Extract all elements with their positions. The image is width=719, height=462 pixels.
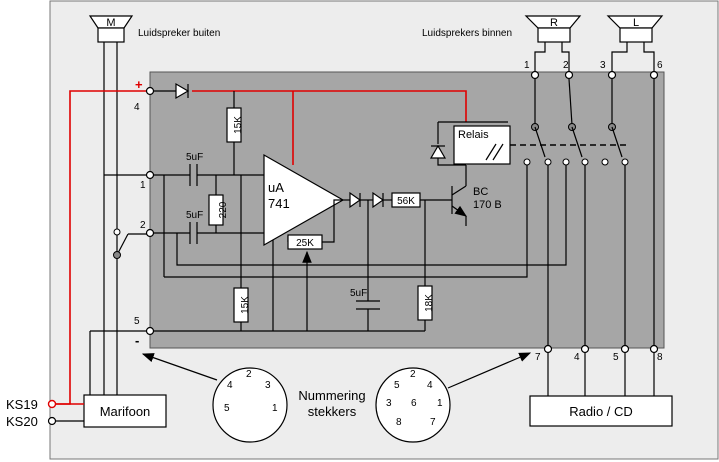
- relay-coil-stroke-2: [492, 143, 504, 161]
- plug5-pin-3: 3: [265, 380, 271, 391]
- speaker-outside-label: Luidspreker buiten: [138, 28, 220, 39]
- transistor-label-1: BC: [473, 186, 488, 198]
- plug8-pin-8: 8: [396, 417, 402, 428]
- resistor-220-label: 220: [218, 201, 229, 218]
- relay-switch-3-icon: [601, 79, 629, 166]
- opamp-label-1: uA: [268, 180, 284, 195]
- plug8-pin-4: 4: [427, 380, 433, 391]
- ks20-label: KS20: [6, 414, 38, 429]
- cap3-label: 5uF: [350, 288, 367, 299]
- resistor-56k-label: 56K: [397, 196, 415, 207]
- pin-label-4: 4: [134, 102, 140, 113]
- opamp-icon: [263, 153, 345, 247]
- resistor-15k-bottom-label: 15K: [240, 296, 251, 314]
- plug8-pin-6: 6: [411, 398, 417, 409]
- arrow-to-radio: [447, 352, 532, 389]
- terminal-5-left: [145, 326, 155, 336]
- bottom-pin-4: 4: [574, 352, 580, 363]
- terminal-bottom-7: [543, 344, 553, 354]
- potentiometer-25k: [287, 234, 323, 250]
- wire-opamp-feedback: [322, 199, 343, 243]
- resistor-18k-label: 18K: [424, 294, 435, 312]
- plug8-pin-7: 7: [430, 417, 436, 428]
- speaker-r-wire-a: [534, 42, 546, 72]
- ks20-terminal: [47, 416, 57, 426]
- transistor-label-2: 170 B: [473, 199, 502, 211]
- speaker-outside-icon: [88, 15, 134, 43]
- terminal-bottom-4: [580, 344, 590, 354]
- top-pin-2: 2: [563, 60, 569, 71]
- terminal-top-6: [649, 70, 659, 80]
- plus-sign: +: [135, 77, 143, 92]
- terminal-top-1: [530, 70, 540, 80]
- transistor-icon: [451, 185, 467, 217]
- ks19-terminal: [47, 399, 57, 409]
- plug-8pin-icon: [375, 367, 451, 443]
- cap1-label: 5uF: [186, 152, 203, 163]
- plug-5pin-icon: [212, 367, 288, 443]
- terminal-1-left: [145, 170, 155, 180]
- speaker-r-wire-b: [561, 42, 570, 72]
- pin-label-2: 2: [140, 220, 146, 231]
- speaker-l-wire-b: [643, 42, 655, 72]
- bottom-pin-7: 7: [535, 352, 541, 363]
- supply-wire-to-relay: [192, 90, 467, 122]
- top-pin-1: 1: [524, 60, 530, 71]
- speaker-l-letter: L: [633, 17, 639, 29]
- numbering-label-1: Nummering: [298, 388, 365, 403]
- terminal-bottom-8: [649, 344, 659, 354]
- bottom-pin-5: 5: [613, 352, 619, 363]
- speaker-right-icon: [524, 15, 582, 43]
- relay-label: Relais: [458, 129, 489, 141]
- wire-relay-diode-bottom: [437, 158, 466, 166]
- top-pin-6: 6: [657, 60, 663, 71]
- marifoon-label: Marifoon: [100, 404, 151, 419]
- speaker-r-letter: R: [550, 17, 558, 29]
- speaker-l-wire-a: [611, 42, 628, 72]
- relay-switch-1-icon: [523, 79, 552, 166]
- plug8-pin-5: 5: [394, 380, 400, 391]
- plug5-pin-2: 2: [246, 369, 252, 380]
- plug5-pin-5: 5: [224, 403, 230, 414]
- speaker-m-letter: M: [106, 17, 115, 29]
- wire-loop-inner: [176, 165, 567, 266]
- radio-box: [529, 395, 673, 427]
- terminal-top-3: [607, 70, 617, 80]
- terminal-4-left: [145, 86, 155, 96]
- plug5-pin-1: 1: [272, 403, 278, 414]
- terminal-bottom-5: [620, 344, 630, 354]
- pin-label-5: 5: [134, 316, 140, 327]
- marifoon-box: [83, 394, 167, 428]
- terminal-2-left: [145, 228, 155, 238]
- plug8-pin-1: 1: [437, 398, 443, 409]
- potentiometer-label: 25K: [296, 238, 314, 249]
- speaker-left-icon: [606, 15, 664, 43]
- numbering-label-2: stekkers: [308, 404, 357, 419]
- bottom-pin-8: 8: [657, 352, 663, 363]
- plug8-pin-2: 2: [410, 369, 416, 380]
- switch-left-icon: [113, 228, 147, 259]
- arrow-to-marifoon: [141, 353, 218, 381]
- cap2-label: 5uF: [186, 210, 203, 221]
- resistor-15k-top-label: 15K: [233, 116, 244, 134]
- speakers-inside-label: Luidsprekers binnen: [422, 28, 512, 39]
- ks19-label: KS19: [6, 397, 38, 412]
- relay-coil-stroke-1: [485, 143, 497, 161]
- wire-loop-bottom: [164, 165, 528, 278]
- top-pin-3: 3: [600, 60, 606, 71]
- minus-sign: -: [135, 333, 139, 348]
- plug5-pin-4: 4: [227, 380, 233, 391]
- pin-label-1: 1: [140, 180, 146, 191]
- opamp-label-2: 741: [268, 196, 290, 211]
- plug8-pin-3: 3: [386, 398, 392, 409]
- relay-box: [453, 125, 511, 165]
- terminal-top-2: [564, 70, 574, 80]
- radio-label: Radio / CD: [569, 404, 633, 419]
